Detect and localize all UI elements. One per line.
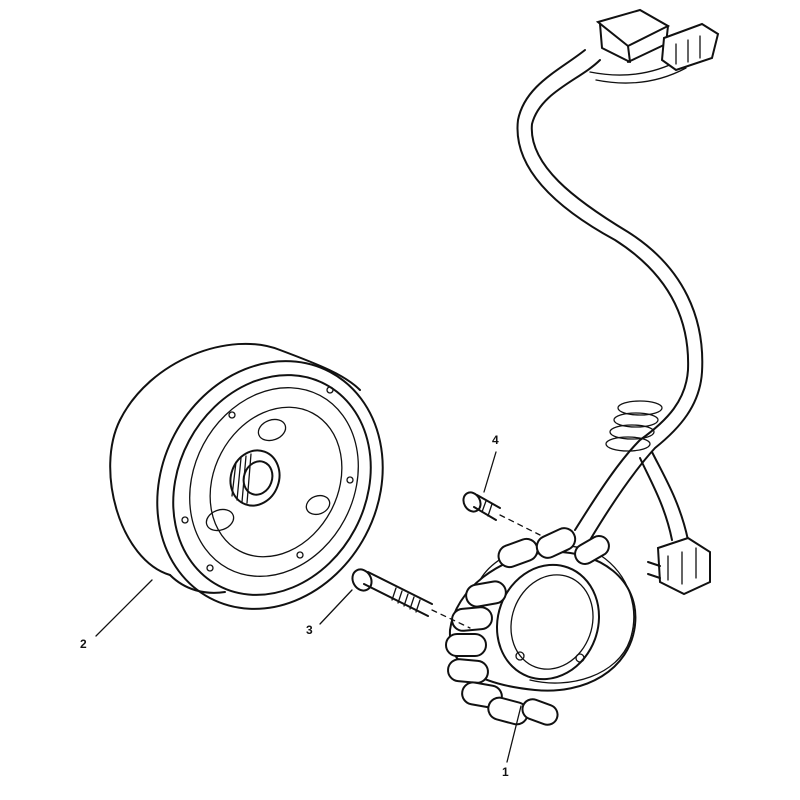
harness-wrap-rings <box>605 400 663 452</box>
rotor-flywheel <box>109 342 384 610</box>
rotor-hub <box>229 449 281 507</box>
short-bolt <box>462 491 541 536</box>
leader-lines <box>95 451 522 763</box>
callout-long-bolt: 3 <box>306 623 313 637</box>
callout-rotor: 2 <box>80 637 87 651</box>
round-coupler <box>595 8 671 63</box>
callout-short-bolt: 4 <box>492 433 499 447</box>
square-coupler <box>660 22 720 72</box>
stator-poles <box>445 527 610 726</box>
wire-harness <box>516 49 704 541</box>
callout-stator: 1 <box>502 765 509 779</box>
pickup-coupler <box>647 536 711 596</box>
stator-assembly <box>445 527 637 726</box>
long-bolt <box>351 568 471 629</box>
